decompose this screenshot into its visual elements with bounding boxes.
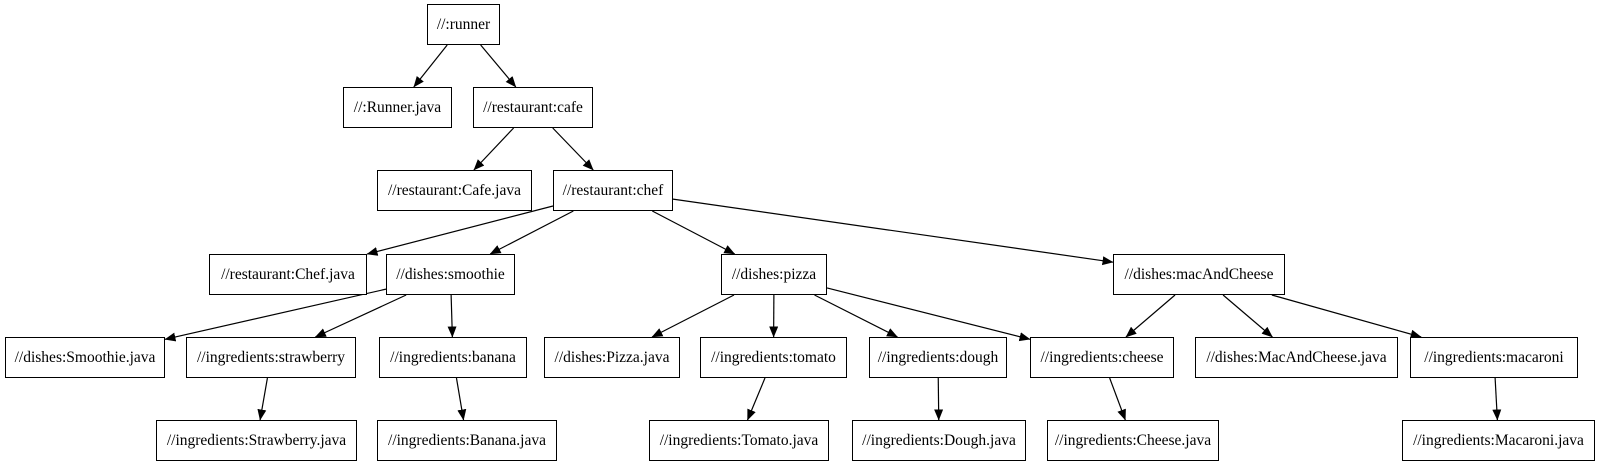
graph-node-runner: //:runner <box>427 4 500 45</box>
graph-node-smoothie: //dishes:smoothie <box>386 254 515 295</box>
graph-edge-pizza-to-dough <box>814 294 898 338</box>
graph-node-cheese_java: //ingredients:Cheese.java <box>1047 420 1219 461</box>
graph-node-pizza: //dishes:pizza <box>721 254 827 295</box>
graph-edge-smoothie-to-banana <box>447 294 457 338</box>
graph-node-cheese: //ingredients:cheese <box>1030 337 1174 378</box>
graph-edge-cafe-to-cafe_java <box>473 127 515 171</box>
graph-edge-banana-to-banana_java <box>455 377 467 421</box>
graph-edge-macaroni-to-macaroni_java <box>1492 377 1502 421</box>
graph-node-banana: //ingredients:banana <box>379 337 527 378</box>
graph-edge-chef-to-pizza <box>652 210 736 255</box>
graph-node-dough: //ingredients:dough <box>869 337 1007 378</box>
graph-edge-chef-to-chef_java <box>366 205 554 256</box>
graph-edge-macandcheese-to-macaroni <box>1271 294 1422 339</box>
graph-edge-cheese-to-cheese_java <box>1109 377 1126 421</box>
graph-node-tomato_java: //ingredients:Tomato.java <box>649 420 829 461</box>
graph-edge-macandcheese-to-macandcheese_java <box>1222 294 1273 338</box>
graph-edge-runner-to-runner_java <box>413 44 448 88</box>
graph-node-pizza_java: //dishes:Pizza.java <box>544 337 680 378</box>
graph-edge-cafe-to-chef <box>552 127 594 171</box>
graph-node-macaroni_java: //ingredients:Macaroni.java <box>1402 420 1595 461</box>
graph-edge-chef-to-smoothie <box>489 210 574 255</box>
graph-node-macandcheese: //dishes:macAndCheese <box>1113 254 1285 295</box>
graph-edge-pizza-to-cheese <box>826 287 1031 342</box>
graph-edge-chef-to-macandcheese <box>672 198 1114 266</box>
graph-edge-tomato-to-tomato_java <box>746 377 766 421</box>
graph-edge-runner-to-cafe <box>480 44 517 88</box>
graph-node-strawberry_java: //ingredients:Strawberry.java <box>156 420 357 461</box>
graph-node-dough_java: //ingredients:Dough.java <box>852 420 1026 461</box>
graph-edge-strawberry-to-strawberry_java <box>257 377 269 421</box>
graph-edge-macandcheese-to-cheese <box>1125 294 1176 338</box>
graph-node-cafe_java: //restaurant:Cafe.java <box>377 170 532 211</box>
graph-node-chef: //restaurant:chef <box>553 170 673 211</box>
graph-edge-smoothie-to-smoothie_java <box>164 288 387 342</box>
graph-node-chef_java: //restaurant:Chef.java <box>209 254 367 295</box>
graph-node-strawberry: //ingredients:strawberry <box>186 337 356 378</box>
graph-edge-smoothie-to-strawberry <box>314 294 407 338</box>
graph-edge-pizza-to-pizza_java <box>651 294 735 338</box>
graph-node-tomato: //ingredients:tomato <box>700 337 847 378</box>
graph-node-banana_java: //ingredients:Banana.java <box>377 420 557 461</box>
graph-node-runner_java: //:Runner.java <box>343 87 452 128</box>
graph-node-macaroni: //ingredients:macaroni <box>1410 337 1578 378</box>
graph-node-macandcheese_java: //dishes:MacAndCheese.java <box>1195 337 1398 378</box>
graph-node-cafe: //restaurant:cafe <box>473 87 593 128</box>
graph-edge-dough-to-dough_java <box>934 377 944 421</box>
graph-node-smoothie_java: //dishes:Smoothie.java <box>5 337 165 378</box>
